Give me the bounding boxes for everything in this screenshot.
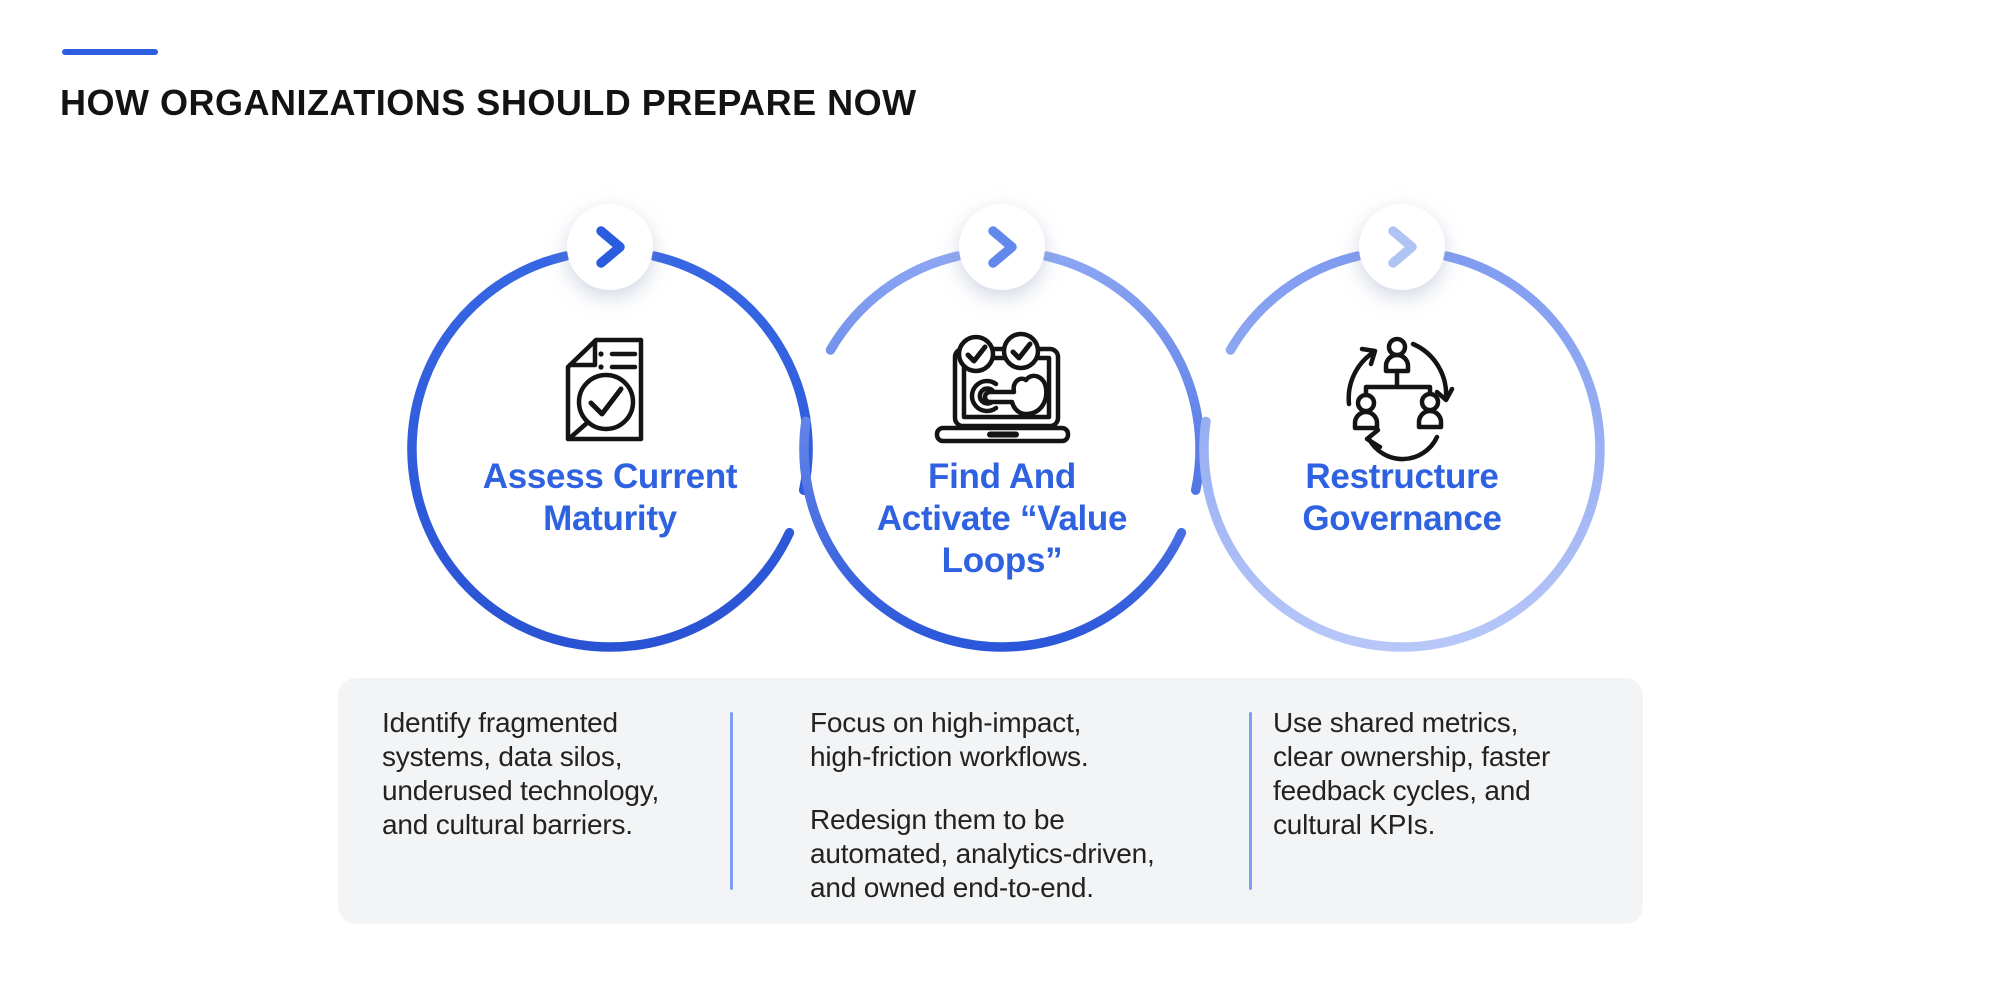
step-title-line: Find And <box>928 457 1076 496</box>
detail-line: clear ownership, faster <box>1273 741 1551 772</box>
detail-line: Identify fragmented <box>382 707 618 738</box>
accent-line <box>62 49 158 55</box>
step3-chevron-badge <box>1359 204 1445 290</box>
detail-column-assess: Identify fragmented systems, data silos,… <box>382 706 722 842</box>
step-title-line: Governance <box>1302 499 1502 538</box>
detail-line: high-friction workflows. <box>810 741 1089 772</box>
step-title-line: Maturity <box>543 499 677 538</box>
step-title-line: Restructure <box>1305 457 1499 496</box>
panel-divider <box>730 712 733 890</box>
org-chart-cycle-icon <box>1346 336 1455 462</box>
chevron-right-icon <box>1388 226 1417 268</box>
chevron-right-icon <box>988 226 1017 268</box>
panel-divider <box>1249 712 1252 890</box>
step-title-line: Assess Current <box>482 457 738 496</box>
detail-line: Redesign them to be <box>810 804 1065 835</box>
detail-line: cultural KPIs. <box>1273 809 1436 840</box>
detail-line: and owned end-to-end. <box>810 872 1094 903</box>
detail-line: Use shared metrics, <box>1273 707 1519 738</box>
detail-line: Focus on high-impact, <box>810 707 1082 738</box>
step1-title: Assess Current Maturity <box>420 456 800 540</box>
detail-line: systems, data silos, <box>382 741 623 772</box>
step3-ring <box>1199 251 1605 652</box>
step-title-line: Loops” <box>941 541 1063 580</box>
step1-chevron-badge <box>567 204 653 290</box>
detail-column-value-loops: Focus on high-impact, high-friction work… <box>810 706 1245 905</box>
step2-chevron-badge <box>959 204 1045 290</box>
detail-paragraph: Focus on high-impact, high-friction work… <box>810 706 1245 774</box>
details-panel <box>338 678 1643 924</box>
chevron-right-icon <box>596 226 625 268</box>
step1-ring <box>407 251 813 652</box>
detail-paragraph: Redesign them to be automated, analytics… <box>810 803 1245 905</box>
detail-line: and cultural barriers. <box>382 809 633 840</box>
step-title-line: Activate “Value <box>876 499 1128 538</box>
step2-title: Find And Activate “Value Loops” <box>812 456 1192 582</box>
laptop-checks-click-icon <box>934 331 1071 444</box>
document-check-magnifier-icon <box>565 337 644 442</box>
detail-line: feedback cycles, and <box>1273 775 1531 806</box>
detail-line: automated, analytics-driven, <box>810 838 1155 869</box>
detail-column-governance: Use shared metrics, clear ownership, fas… <box>1273 706 1623 842</box>
step2-ring <box>799 251 1205 652</box>
page-title: HOW ORGANIZATIONS SHOULD PREPARE NOW <box>60 82 917 123</box>
step3-title: Restructure Governance <box>1212 456 1592 540</box>
detail-line: underused technology, <box>382 775 660 806</box>
